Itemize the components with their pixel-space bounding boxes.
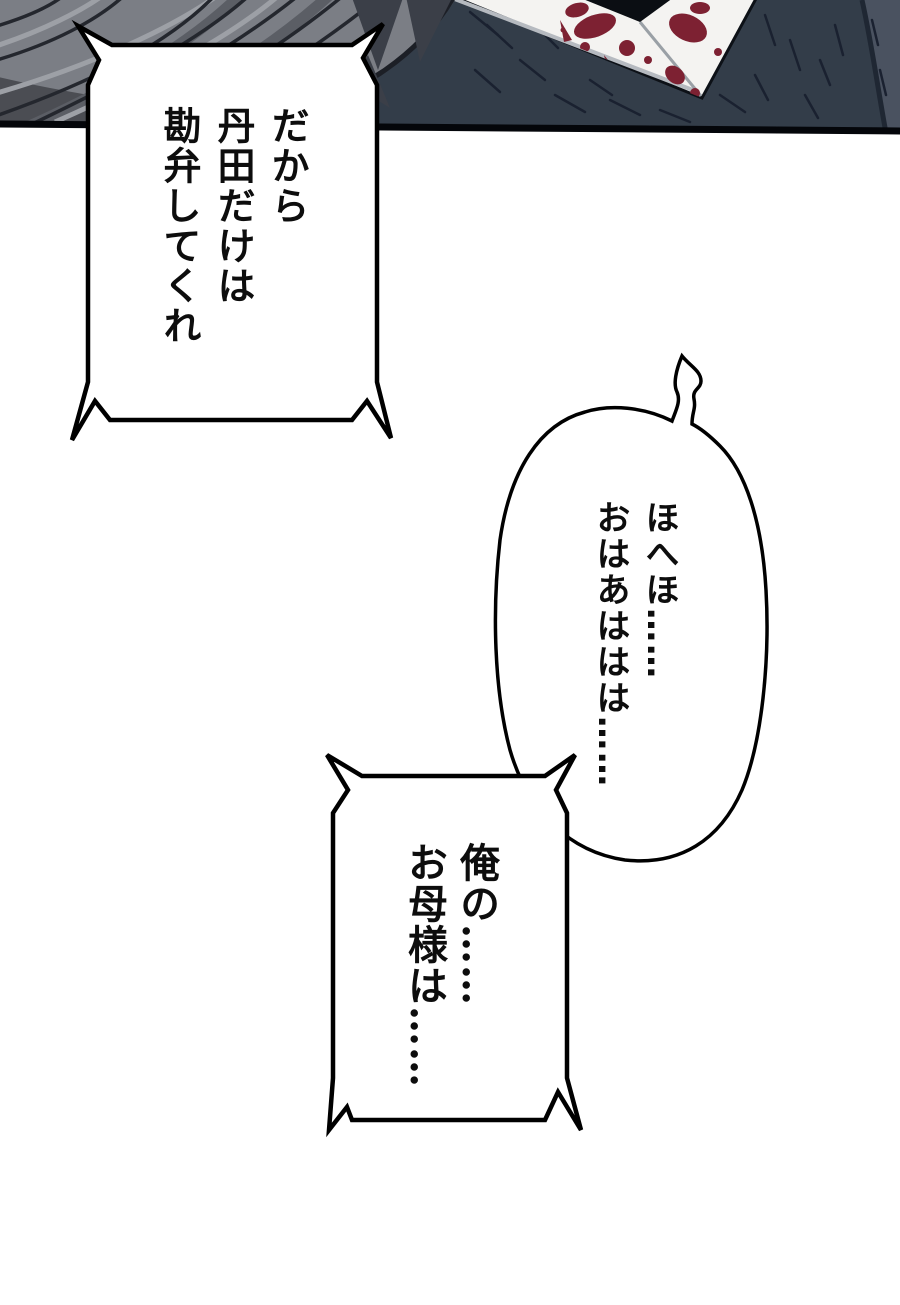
bubble-bottom-text: 俺の…… お母様は…… (398, 842, 502, 1088)
blade-notch-dark (573, 0, 677, 22)
laugh-bubble-column-1: ほへほ…… (639, 500, 679, 680)
bubble-top-column-3: 勘弁してくれ (157, 106, 202, 346)
bubble-top-text: だから 丹田だけは 勘弁してくれ (152, 106, 314, 346)
speech-bubble-shout-top (69, 19, 394, 442)
bubble-top-column-2: 丹田だけは (211, 106, 256, 306)
bubble-top-column-1: だから (265, 106, 310, 226)
bloody-blade-art (448, 0, 761, 100)
clothing-hatching (468, 10, 888, 124)
clothing-light-band (862, 0, 900, 133)
speech-bubble-shout-bottom (325, 753, 584, 1138)
laugh-bubble-column-2: おはあははは…… (590, 500, 630, 788)
clothing-fold-line (859, 0, 889, 133)
blade-edge-highlight (451, 0, 699, 94)
laugh-bubble-text: ほへほ…… おはあははは…… (585, 500, 683, 788)
bubble-bottom-column-2: お母様は…… (401, 842, 448, 1088)
blade-seam-line (638, 21, 703, 97)
laugh-bubble (493, 352, 769, 863)
bubble-bottom-column-1: 俺の…… (453, 842, 500, 1006)
